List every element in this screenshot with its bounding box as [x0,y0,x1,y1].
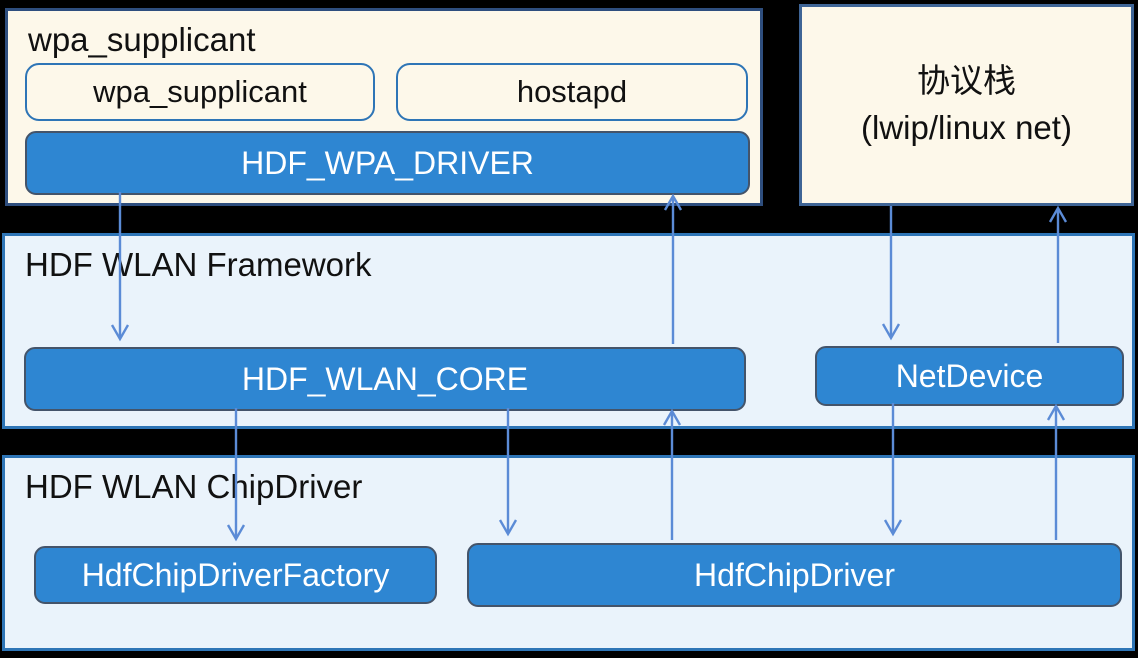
wpa-supplicant-box: wpa_supplicant [25,63,375,121]
hdf-chip-driver-factory-box: HdfChipDriverFactory [34,546,437,604]
hdf-wlan-chipdriver-container: HDF WLAN ChipDriver HdfChipDriverFactory… [2,455,1135,651]
hdf-wlan-chipdriver-title: HDF WLAN ChipDriver [25,468,363,505]
hdf-wlan-core-box-label: HDF_WLAN_CORE [241,360,529,397]
hdf-wpa-driver-box-label: HDF_WPA_DRIVER [241,144,534,181]
protocol-stack-box: 协议栈 (lwip/linux net) [799,4,1134,206]
hdf-chip-driver-factory-box-label: HdfChipDriverFactory [81,556,390,593]
protocol-stack-line2: (lwip/linux net) [861,109,1072,146]
netdevice-box: NetDevice [815,346,1124,406]
netdevice-box-label: NetDevice [895,357,1044,394]
hdf-wlan-framework-container: HDF WLAN Framework HDF_WLAN_CORE NetDevi… [2,233,1135,429]
wpa-supplicant-container-title: wpa_supplicant [28,21,256,58]
hdf-chip-driver-box: HdfChipDriver [467,543,1122,607]
hdf-wlan-core-box: HDF_WLAN_CORE [24,347,746,411]
hostapd-box: hostapd [396,63,748,121]
hdf-chip-driver-box-label: HdfChipDriver [694,556,895,593]
hostapd-box-label: hostapd [516,74,628,109]
wpa-supplicant-box-label: wpa_supplicant [93,74,307,109]
wpa-supplicant-container: wpa_supplicant wpa_supplicant hostapd HD… [5,8,763,206]
hdf-wpa-driver-box: HDF_WPA_DRIVER [25,131,750,195]
protocol-stack-line1: 协议栈 [917,62,1016,100]
hdf-wlan-framework-title: HDF WLAN Framework [25,246,372,283]
